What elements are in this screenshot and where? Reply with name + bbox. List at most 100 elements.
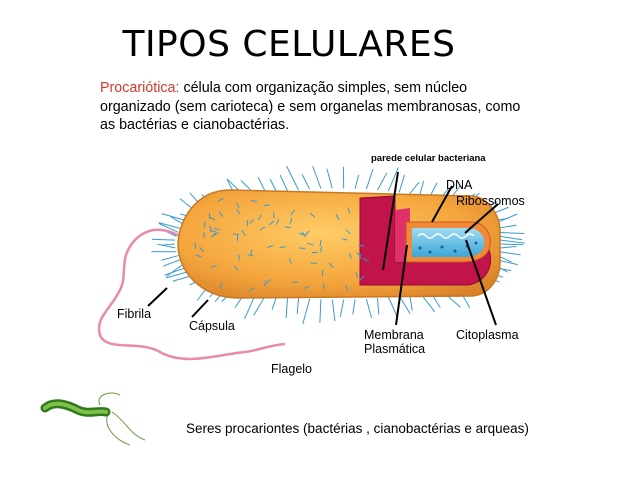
surface-fimbria [301, 231, 307, 238]
surface-fimbria [241, 230, 246, 236]
fimbria [365, 168, 374, 190]
surface-fimbria [363, 258, 369, 262]
surface-fimbria [235, 202, 240, 209]
surface-fimbria [356, 252, 362, 256]
fimbria [497, 231, 525, 234]
fimbria [387, 167, 399, 192]
fimbria [301, 174, 311, 190]
surface-fimbria [290, 209, 295, 216]
fimbria [319, 299, 322, 324]
surface-fimbria [247, 254, 254, 257]
cytoplasm [412, 228, 485, 257]
fimbria [352, 299, 356, 315]
label-flagelo: Flagelo [271, 362, 312, 376]
surface-fimbria [358, 253, 362, 260]
caption: Seres procariontes (bactérias , cianobac… [186, 421, 529, 436]
fimbria [500, 239, 525, 244]
fimbria [419, 180, 425, 196]
surface-fimbria [335, 214, 340, 220]
surface-fimbria [307, 242, 314, 246]
surface-fimbria [209, 216, 216, 221]
surface-fimbria [195, 254, 202, 258]
surface-fimbria [217, 197, 224, 202]
flagellum [97, 228, 286, 361]
surface-fimbria [309, 213, 316, 218]
surface-fimbria [345, 229, 351, 235]
fimbria [160, 243, 175, 246]
surface-fimbria [211, 264, 217, 269]
fimbria [376, 297, 380, 315]
ribosomes [418, 241, 478, 254]
label-dna: DNA [446, 178, 473, 192]
surface-fimbria [213, 232, 220, 235]
surface-fimbria [213, 227, 221, 231]
surface-fimbria [199, 247, 205, 253]
surface-fimbria [236, 208, 241, 215]
surface-fimbria [299, 247, 306, 250]
surface-fimbria [320, 246, 322, 253]
surface-fimbria [263, 204, 270, 206]
label-fibrila: Fibrila [117, 307, 152, 321]
surface-fimbria [347, 207, 351, 214]
fimbria [296, 297, 300, 315]
fimbria [312, 165, 322, 189]
surface-fimbria [210, 233, 217, 238]
surface-fimbria [266, 278, 271, 285]
fimbria [398, 295, 411, 314]
fimbria [286, 165, 299, 191]
label-ribossomos: Ribossomos [456, 194, 525, 208]
surface-fimbria [358, 244, 365, 247]
fimbria [339, 299, 345, 318]
fimbria [500, 246, 517, 249]
surface-fimbria [264, 280, 267, 287]
bacterium-icon [40, 392, 146, 446]
fimbria [499, 235, 523, 241]
fimbria [499, 251, 521, 256]
surface-fimbria [194, 242, 197, 249]
page-title: TIPOS CELULARES [122, 24, 456, 65]
fimbria [326, 168, 333, 189]
fimbria [157, 243, 176, 249]
fimbria [365, 298, 372, 318]
surface-fimbria [249, 218, 255, 225]
fimbria [354, 174, 360, 189]
surface-fimbria [289, 217, 293, 224]
fimbria [163, 258, 182, 267]
surface-fimbria [259, 226, 266, 231]
fimbria [158, 223, 179, 233]
dna-strand [417, 233, 475, 239]
surface-fimbria [250, 249, 253, 256]
fimbria [387, 296, 399, 318]
description-text: célula com organização simples, sem núcl… [100, 80, 521, 133]
surface-fimbria [232, 233, 239, 235]
surface-fimbria [257, 214, 262, 221]
surface-fimbria [234, 265, 239, 272]
fimbria [279, 174, 289, 192]
surface-fimbria [251, 200, 258, 203]
fimbria [302, 298, 311, 325]
surface-fimbria [267, 245, 274, 249]
fimbria [151, 238, 176, 241]
surface-fimbria [288, 257, 292, 264]
pointer-lines [147, 171, 499, 326]
description-term: Procariótica: [100, 80, 180, 96]
fimbria [165, 262, 185, 278]
fimbria [158, 222, 182, 230]
label-capsula: Cápsula [189, 319, 235, 333]
surface-fimbria [355, 271, 358, 278]
surface-fimbria [359, 275, 365, 281]
label-parede-celular: parede celular bacteriana [371, 153, 486, 164]
surface-fimbria [312, 251, 319, 254]
surface-fimbria [279, 246, 286, 249]
fimbria [501, 243, 524, 246]
fimbria [398, 174, 406, 193]
fimbria [331, 299, 336, 322]
surface-fimbria [269, 220, 275, 226]
surface-fimbria [219, 282, 223, 289]
surface-fimbria [322, 282, 325, 290]
surface-fimbria [237, 254, 241, 261]
surface-fimbria [303, 285, 310, 290]
fimbria [161, 255, 179, 261]
